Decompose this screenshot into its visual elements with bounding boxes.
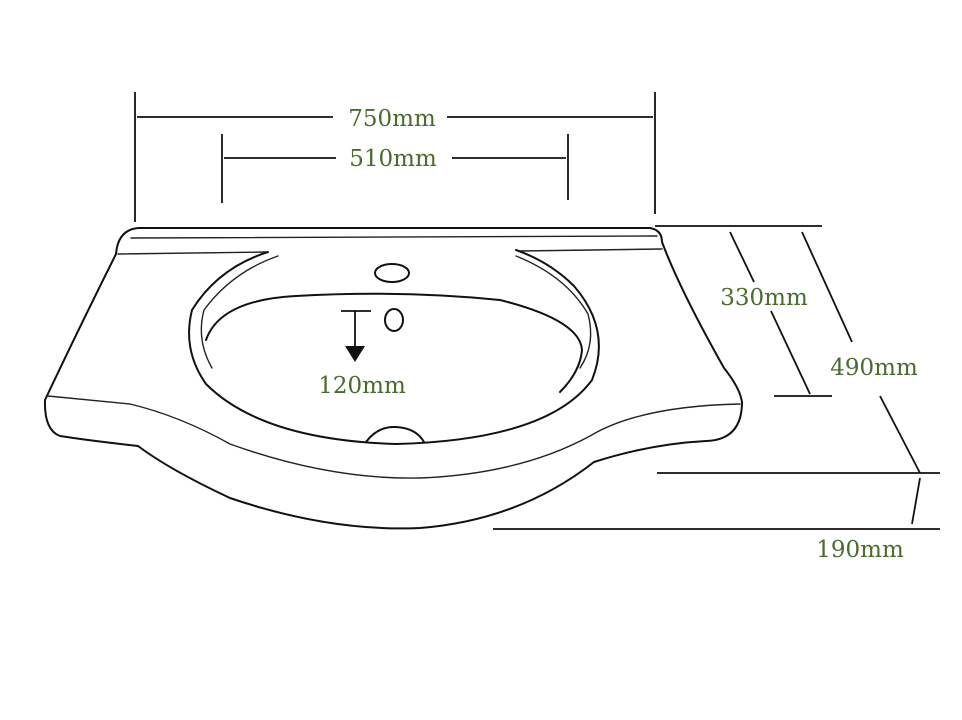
height-label: 190mm [816,537,904,563]
drain-depth-arrow [341,310,371,362]
depth-dimensions [493,225,940,530]
sink-body [43,227,743,530]
overall-width-label: 750mm [348,106,436,132]
overall-depth-label: 490mm [830,355,918,381]
bowl-depth-label: 330mm [720,285,808,311]
bowl-width-dimension [221,134,569,203]
bowl-width-label: 510mm [349,146,437,172]
overall-width-dimension [134,92,656,222]
drain-depth-label: 120mm [318,373,406,399]
